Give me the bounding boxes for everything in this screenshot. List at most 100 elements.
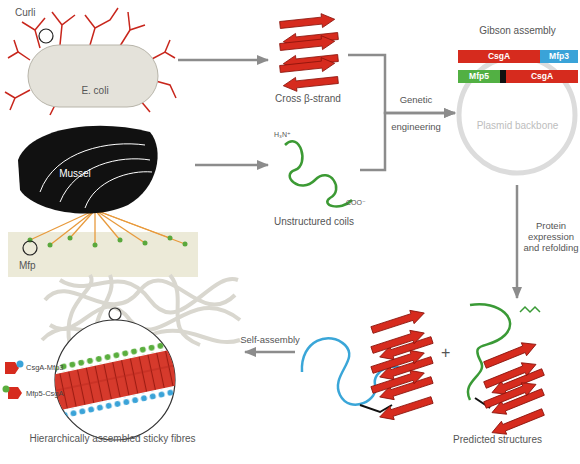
fibre-tangle <box>170 275 200 345</box>
segment-label: Mfp5 <box>458 70 500 83</box>
caption-text: Mfp <box>19 260 59 272</box>
curli-fibres <box>85 15 95 28</box>
fibre-tangle <box>60 279 238 312</box>
thread-tips <box>118 238 123 243</box>
legend-icon <box>3 386 23 400</box>
fibre-closeup <box>41 338 194 421</box>
shell-lines <box>60 159 150 202</box>
gene-segment: Mfp5 <box>458 70 500 83</box>
caption-text: Unstructured coils <box>258 216 370 228</box>
legend-text: CsgA-Mfp3 <box>26 363 64 372</box>
caption-text: Predicted structures <box>415 434 580 446</box>
annotation-label: COO⁻ <box>346 199 366 207</box>
legend-icon <box>8 387 22 399</box>
predicted-structure <box>468 304 546 439</box>
process-arrow <box>516 185 519 298</box>
caption-text: Plasmid backbone <box>455 120 580 132</box>
beta-sheet <box>279 12 335 32</box>
gene-segment: Mfp3 <box>540 50 578 63</box>
thread-tips <box>68 236 73 241</box>
segment-label: Mfp3 <box>540 50 578 63</box>
byssal-threads <box>95 210 185 244</box>
predicted-structure <box>482 378 538 412</box>
structure-panel: Unstructured coils <box>268 128 360 233</box>
curli-fibres <box>150 52 175 60</box>
annotation-label: H₃N⁺ <box>274 131 291 139</box>
process-arrow <box>178 59 268 62</box>
gene-segment: CsgA <box>506 70 578 83</box>
beta-sheet <box>279 34 335 54</box>
caption-text: Mussel <box>45 168 105 180</box>
annotation-label: + <box>441 344 450 362</box>
shell-lines <box>40 144 152 208</box>
byssal-threads <box>70 210 95 238</box>
zoom-marker <box>109 308 121 320</box>
curli-fibres <box>35 18 45 30</box>
process-arrow <box>245 351 295 354</box>
gene-segment: CsgA <box>458 50 540 63</box>
predicted-structure <box>378 393 435 423</box>
predicted-structure <box>370 366 427 396</box>
fibre-closeup <box>50 383 193 421</box>
byssal-threads <box>94 210 95 245</box>
ecoli-cell <box>28 45 158 107</box>
edge-label: Genetic engineering <box>386 86 446 140</box>
thread-tips <box>28 236 188 248</box>
thread-tips <box>93 243 98 248</box>
curli-fibres <box>52 12 62 25</box>
segment-label: CsgA <box>506 70 578 83</box>
segment-label: CsgA <box>458 50 540 63</box>
byssal-threads <box>30 210 185 245</box>
curli-fibres <box>22 22 40 48</box>
curli-fibres <box>120 25 145 46</box>
curli-fibres <box>5 92 15 98</box>
predicted-structure <box>520 307 540 312</box>
structure-panel: Predicted structures <box>295 298 580 450</box>
organism-panel: Curli E. coli <box>5 5 178 115</box>
curli-fibres <box>8 52 30 60</box>
thread-tips <box>168 236 173 241</box>
beta-sheet <box>279 56 335 76</box>
plasmid-panel: CsgAMfp3Mfp5CsgAGibson assemblyPlasmid b… <box>455 25 580 185</box>
curli-fibres <box>10 90 30 110</box>
predicted-structure <box>302 306 434 423</box>
legend-icon <box>3 386 10 393</box>
thread-tips <box>48 243 53 248</box>
beta-sheet <box>283 73 339 93</box>
legend-entry: Mfp5-CsgA <box>26 389 64 398</box>
structure-panel: Cross β-strand <box>268 15 348 107</box>
fibre-tangle <box>50 307 240 330</box>
edge-label: Self-assembly <box>240 334 300 345</box>
caption-text: Gibson assembly <box>455 25 580 37</box>
shell-lines <box>85 172 152 208</box>
edge-label: Protein expression and refolding <box>522 220 580 253</box>
organism-panel: MusselMfp <box>5 120 195 278</box>
thread-tips <box>183 242 188 247</box>
curli-fibres <box>165 40 170 52</box>
legend-text: Mfp5-CsgA <box>26 389 64 398</box>
legend-icon <box>5 361 24 375</box>
legend-icon <box>17 361 24 368</box>
legend-entry: CsgA-Mfp3 <box>26 363 64 372</box>
mussel-shell <box>18 126 158 214</box>
caption-text: Curli <box>15 7 55 19</box>
fibre-closeup <box>41 338 194 421</box>
caption-text: E. coli <box>60 85 130 97</box>
caption-text: Hierarchically assembled sticky fibres <box>0 433 225 445</box>
curli-fibres <box>5 8 176 115</box>
process-arrow <box>195 164 268 167</box>
byssal-threads <box>50 210 95 245</box>
curli-fibres <box>60 15 75 45</box>
surface-plaque <box>8 232 198 277</box>
beta-sheet <box>279 12 338 92</box>
caption-text: Cross β-strand <box>258 93 358 105</box>
thread-tips <box>143 241 148 246</box>
curli-fibres <box>128 12 130 30</box>
zoom-marker <box>23 241 37 255</box>
zoom-marker <box>39 29 53 43</box>
fibre-panel: Hierarchically assembled sticky fibres <box>0 270 245 455</box>
random-coil <box>285 141 352 206</box>
